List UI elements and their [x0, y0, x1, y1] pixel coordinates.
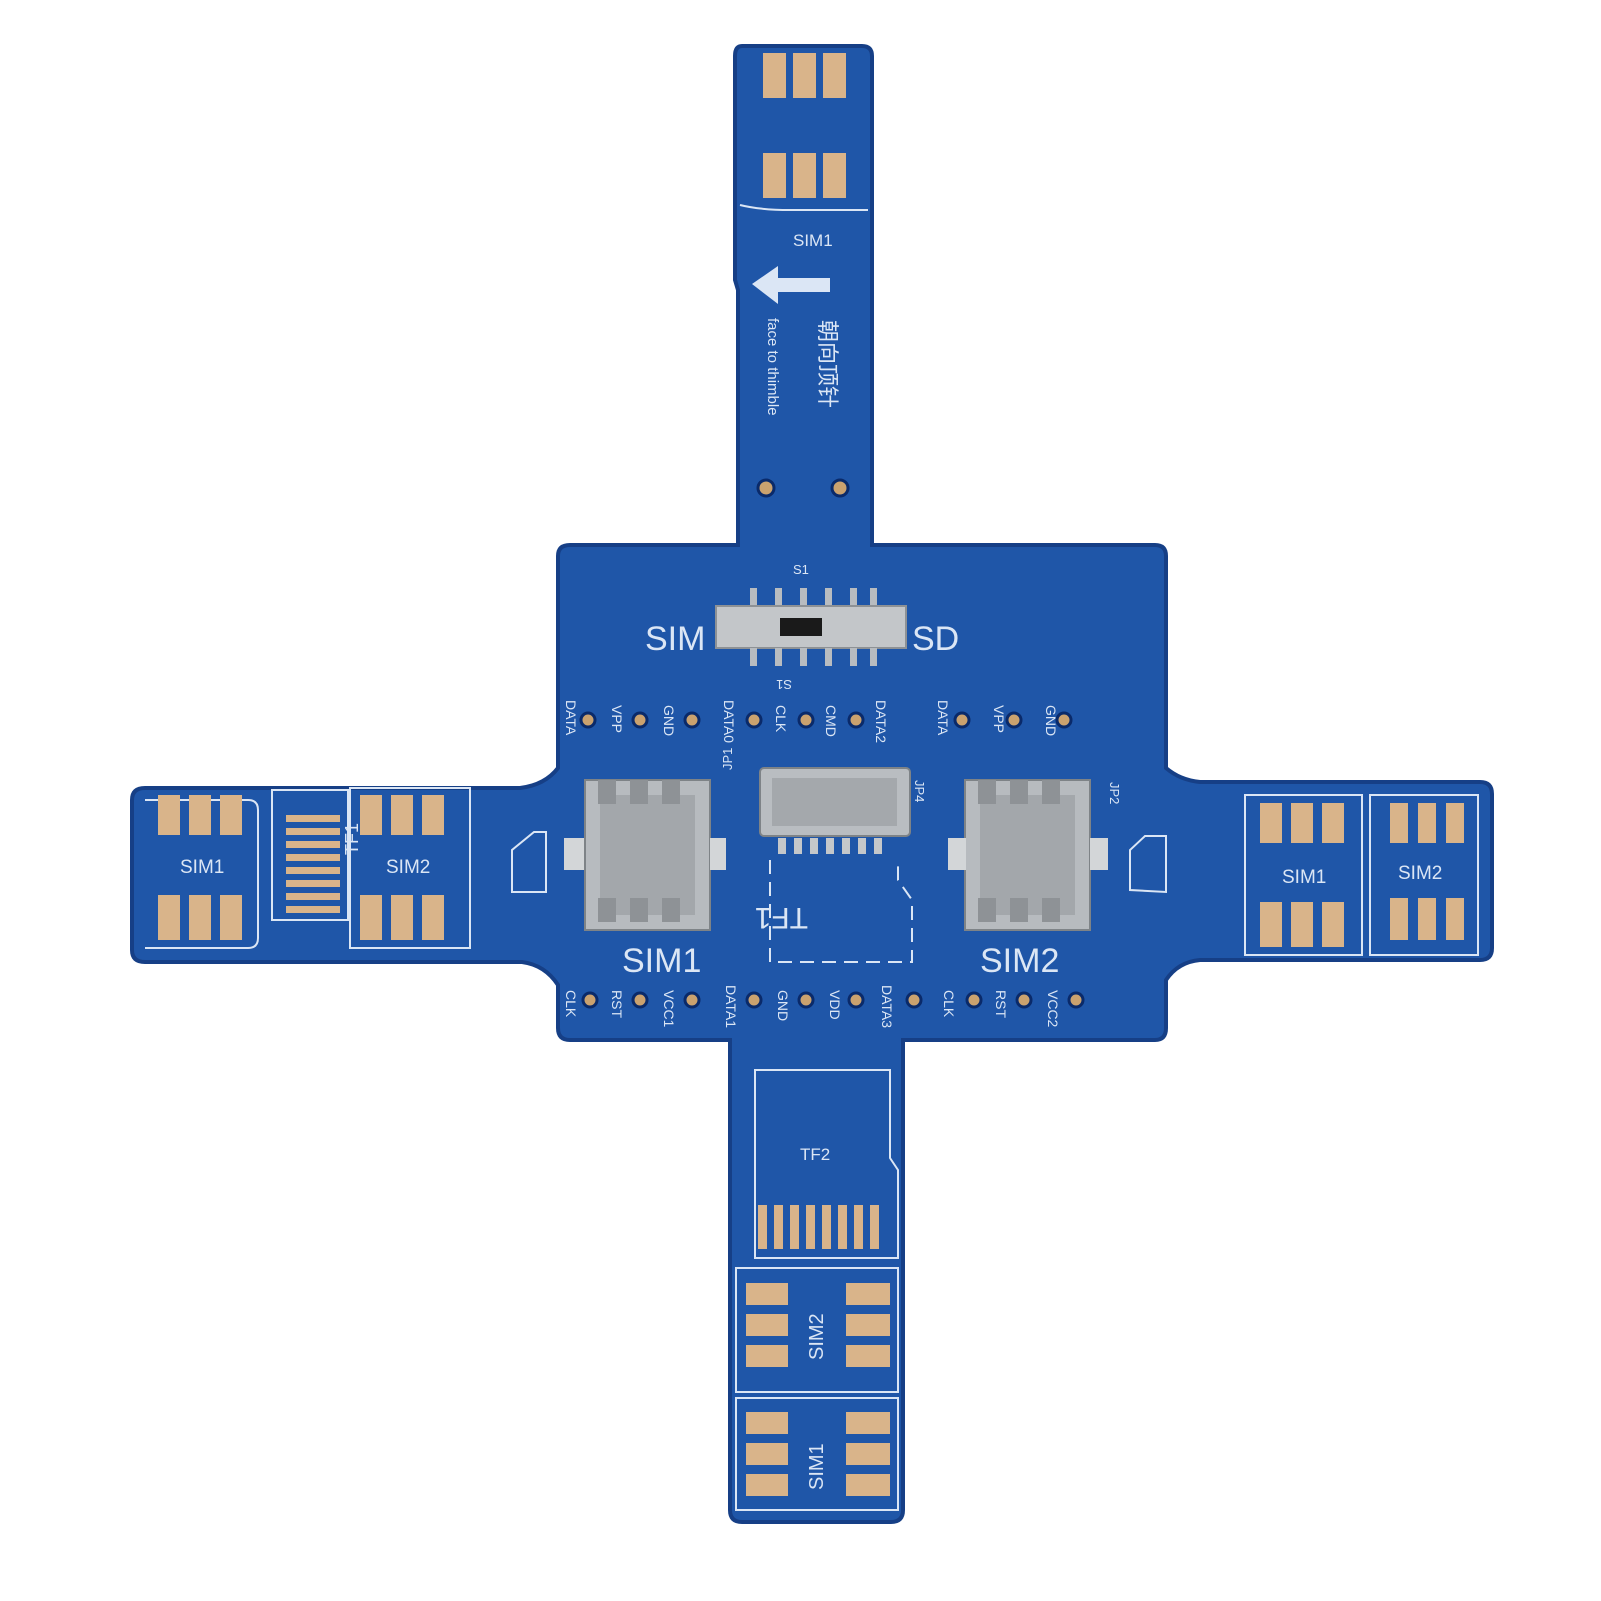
en-orientation-text: face to thimble [764, 318, 781, 416]
right-tab-sim1: SIM1 [1282, 867, 1326, 888]
switch-pins-top [750, 588, 877, 606]
sim1-slot-label: SIM1 [622, 942, 701, 980]
top-tab-label: SIM1 [793, 231, 833, 250]
switch-left-label: SIM [645, 620, 705, 658]
pin-label-top-2: GND [661, 705, 677, 736]
jp4-label: JP4 [912, 780, 927, 802]
left-tab-sim2: SIM2 [386, 857, 430, 878]
pin-label-bottom-9: VCC2 [1045, 990, 1061, 1028]
switch-ref: S1 [793, 562, 809, 577]
right-tab-sim2: SIM2 [1398, 863, 1442, 884]
pin-label-bottom-3: DATA1 [723, 985, 739, 1028]
pin-label-top-7: DATA [935, 700, 951, 736]
pin-label-top-3: DATA0 [721, 700, 737, 743]
pin-label-top-0: DATA [563, 700, 579, 736]
pin-label-bottom-0: CLK [563, 990, 579, 1018]
cn-orientation-text: 朝向顶针 [815, 320, 840, 408]
left-key-outline [511, 831, 547, 893]
arrow-icon [752, 266, 830, 304]
left-tab: SIM1 TF1 SIM2 [145, 787, 471, 949]
bottom-tab-sim2: SIM2 [806, 1313, 828, 1360]
sim2-slot-label: SIM2 [980, 942, 1059, 980]
pin-label-bottom-2: VCC1 [661, 990, 677, 1028]
bottom-tab: TF2 SIM2 SIM1 [735, 1069, 899, 1511]
pin-label-top-9: GND [1043, 705, 1059, 736]
right-tab: SIM1 SIM2 [1244, 794, 1479, 956]
pin-label-bottom-1: RST [609, 990, 625, 1018]
slide-switch[interactable]: S1 S1 SIM SD [645, 562, 959, 692]
pin-label-top-8: VPP [991, 705, 1007, 733]
top-via-right [830, 478, 850, 498]
left-tab-sim1: SIM1 [180, 857, 224, 878]
pin-label-bottom-5: VDD [827, 990, 843, 1020]
left-tab-tf1: TF1 [342, 823, 362, 855]
pin-label-bottom-7: CLK [941, 990, 957, 1018]
pin-label-bottom-4: GND [775, 990, 791, 1021]
switch-knob[interactable] [780, 618, 822, 636]
bottom-pin-labels: CLK RST VCC1 DATA1 GND VDD DATA3 CLK RST… [563, 985, 1061, 1028]
bottom-tab-tf2: TF2 [800, 1145, 830, 1164]
switch-pins-bottom [750, 648, 877, 666]
pin-label-top-1: VPP [609, 705, 625, 733]
bottom-test-points [581, 991, 1085, 1009]
top-pads-row2 [763, 153, 846, 198]
pin-label-top-4: CLK [773, 705, 789, 733]
sim1-holder[interactable] [564, 779, 726, 931]
jp2-label: JP2 [1107, 782, 1122, 804]
pin-label-bottom-8: RST [993, 990, 1009, 1018]
sim2-holder[interactable] [948, 779, 1108, 931]
tf1-slot[interactable] [759, 767, 913, 963]
top-test-points [579, 711, 1073, 729]
bottom-tab-sim1: SIM1 [806, 1443, 828, 1490]
jp1-label: JP1 [720, 748, 735, 770]
pin-label-bottom-6: DATA3 [879, 985, 895, 1028]
pin-label-top-5: CMD [823, 705, 839, 737]
tf1-slot-label: TF1 [755, 901, 808, 934]
top-pads-row1 [763, 53, 846, 98]
top-via-left [756, 478, 776, 498]
pin-label-top-6: DATA2 [873, 700, 889, 743]
top-pin-labels: DATA VPP GND DATA0 CLK CMD DATA2 DATA VP… [563, 700, 1059, 743]
top-tab: SIM1 朝向顶针 face to thimble [739, 53, 868, 498]
right-key-outline [1129, 835, 1167, 894]
switch-ref-mirrored: S1 [776, 677, 792, 692]
switch-right-label: SD [912, 620, 959, 658]
